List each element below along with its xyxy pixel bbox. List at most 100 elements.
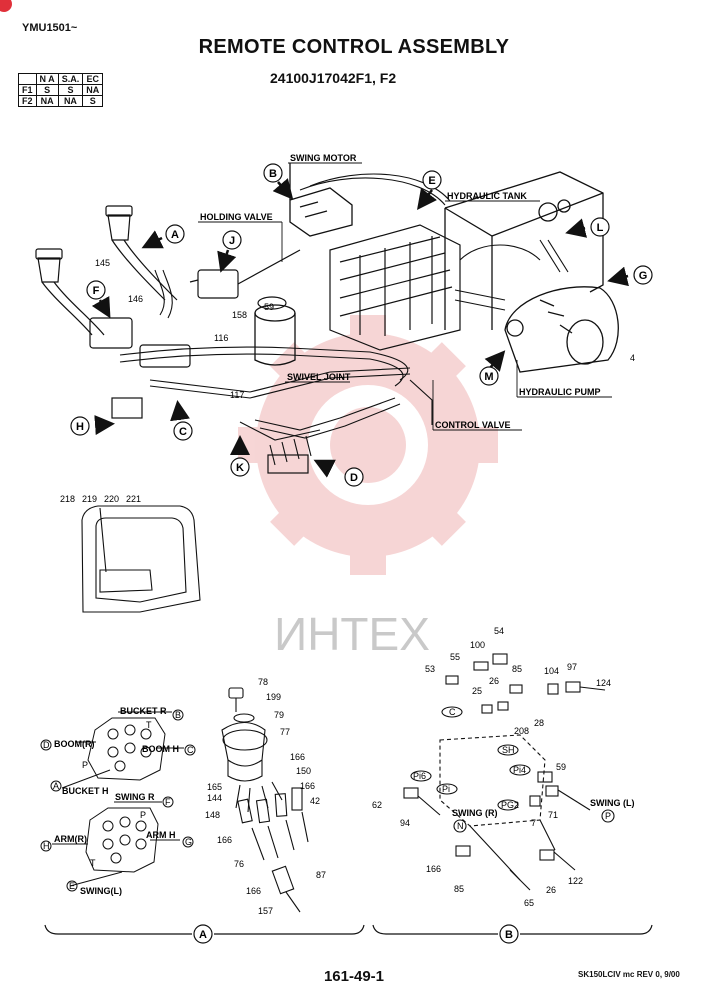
section-a-marker: A (199, 929, 207, 941)
page-number: 161-49-1 (323, 968, 385, 985)
left-remote-control-valve (105, 205, 178, 301)
label-bucket-h: BUCKET H (62, 786, 109, 796)
filter-element (257, 296, 287, 310)
swivel-joint (254, 304, 296, 366)
section-b-marker: B (505, 929, 513, 941)
serial-range: YMU1501~ (22, 22, 78, 34)
callout-e: E (428, 175, 435, 187)
part-144: 144 (207, 793, 222, 803)
cab-part-numbers: 218 219 220 221 (60, 494, 141, 504)
label-p: P (82, 760, 88, 770)
part-87: 87 (316, 870, 326, 880)
table-cell: S (82, 95, 104, 107)
circle-c: C (187, 745, 194, 755)
part-199: 199 (266, 692, 281, 702)
cab-view (81, 505, 201, 613)
port-c: C (449, 707, 456, 717)
right-control-pattern (40, 796, 194, 892)
detail-a-exploded-view (221, 687, 309, 913)
circle-e: E (69, 881, 75, 891)
part-62: 62 (372, 800, 382, 810)
label-arm-r: ARM(R) (54, 834, 87, 844)
swing-motor (289, 163, 353, 237)
part-146: 146 (128, 294, 143, 304)
part-158: 158 (232, 310, 247, 320)
port-p: P (605, 811, 611, 821)
part-219: 219 (82, 494, 97, 504)
applicability-table: N A S.A. EC F1 S S NA F2 NA NA S (18, 73, 104, 107)
label-t: T (90, 858, 96, 868)
label-swing-l: SWING (L) (590, 798, 635, 808)
part-97: 97 (567, 662, 577, 672)
part-104: 104 (544, 666, 559, 676)
callout-l: L (597, 222, 604, 234)
pilot-valve-block (89, 317, 309, 474)
table-header-row: N A S.A. EC (18, 73, 104, 85)
table-row: F2 NA NA S (18, 95, 104, 107)
callout-c: C (179, 426, 187, 438)
label-t: T (146, 720, 152, 730)
part-65: 65 (524, 898, 534, 908)
callout-letters: A B C D E F G H J K L M (76, 168, 647, 484)
callout-k: K (236, 462, 244, 474)
part-28: 28 (534, 718, 544, 728)
part-124: 124 (596, 678, 611, 688)
hydraulic-tank-label: HYDRAULIC TANK (447, 191, 527, 201)
part-25a: 25 (472, 686, 482, 696)
part-148: 148 (205, 810, 220, 820)
part-117: 117 (230, 390, 244, 400)
part-218: 218 (60, 494, 75, 504)
circle-a: A (53, 781, 59, 791)
part-166d: 166 (246, 886, 261, 896)
part-166a: 166 (290, 752, 305, 762)
holding-valve-label: HOLDING VALVE (200, 212, 273, 222)
part-85a: 85 (512, 664, 522, 674)
circle-b: B (175, 710, 181, 720)
part-166c: 166 (217, 835, 232, 845)
port-pg2: PG2 (501, 800, 519, 810)
hydraulic-pump-label: HYDRAULIC PUMP (519, 387, 601, 397)
port-pi4: Pi4 (513, 765, 526, 775)
watermark-text: ИНТЕХ (274, 608, 430, 660)
part-221: 221 (126, 494, 141, 504)
callout-j: J (229, 235, 235, 247)
part-77: 77 (280, 727, 290, 737)
part-26b: 26 (546, 885, 556, 895)
part-94: 94 (400, 818, 410, 828)
part-166b: 166 (300, 781, 315, 791)
callout-a: A (171, 229, 179, 241)
circle-f: F (165, 797, 171, 807)
corner-badge-icon (0, 0, 12, 12)
left-pattern-labels: BUCKET R BOOM(R) BOOM H BUCKET H T P B D… (43, 706, 194, 796)
page-title: REMOTE CONTROL ASSEMBLY (198, 36, 510, 58)
part-79: 79 (274, 710, 284, 720)
part-number: 24100J17042F1, F2 (270, 70, 397, 86)
part-208: 208 (514, 726, 529, 736)
callout-b: B (269, 168, 277, 180)
port-pi: Pi (442, 784, 450, 794)
section-brackets (44, 924, 653, 944)
detail-b-exploded-view (403, 653, 615, 891)
callout-m: M (484, 371, 493, 383)
detail-a-part-numbers: 78 199 79 77 166 150 166 165 144 42 148 … (205, 677, 326, 916)
circle-d: D (43, 740, 50, 750)
part-150: 150 (296, 766, 311, 776)
part-122: 122 (568, 876, 583, 886)
part-116: 116 (214, 333, 228, 343)
hydraulic-pump (504, 286, 619, 373)
control-valve (329, 224, 461, 351)
part-59: 59 (264, 302, 274, 312)
port-sh: SH (502, 745, 515, 755)
circle-g: G (185, 837, 192, 847)
label-boom-r: BOOM(R) (54, 739, 95, 749)
part-165: 165 (207, 782, 222, 792)
right-remote-control-valve (35, 248, 105, 336)
label-p: P (140, 810, 146, 820)
label-arm-h: ARM H (146, 830, 176, 840)
callout-h: H (76, 421, 84, 433)
label-swing-r: SWING (R) (452, 808, 498, 818)
part-54: 54 (494, 626, 504, 636)
part-220: 220 (104, 494, 119, 504)
label-swing-r: SWING R (115, 792, 155, 802)
port-n: N (457, 821, 464, 831)
